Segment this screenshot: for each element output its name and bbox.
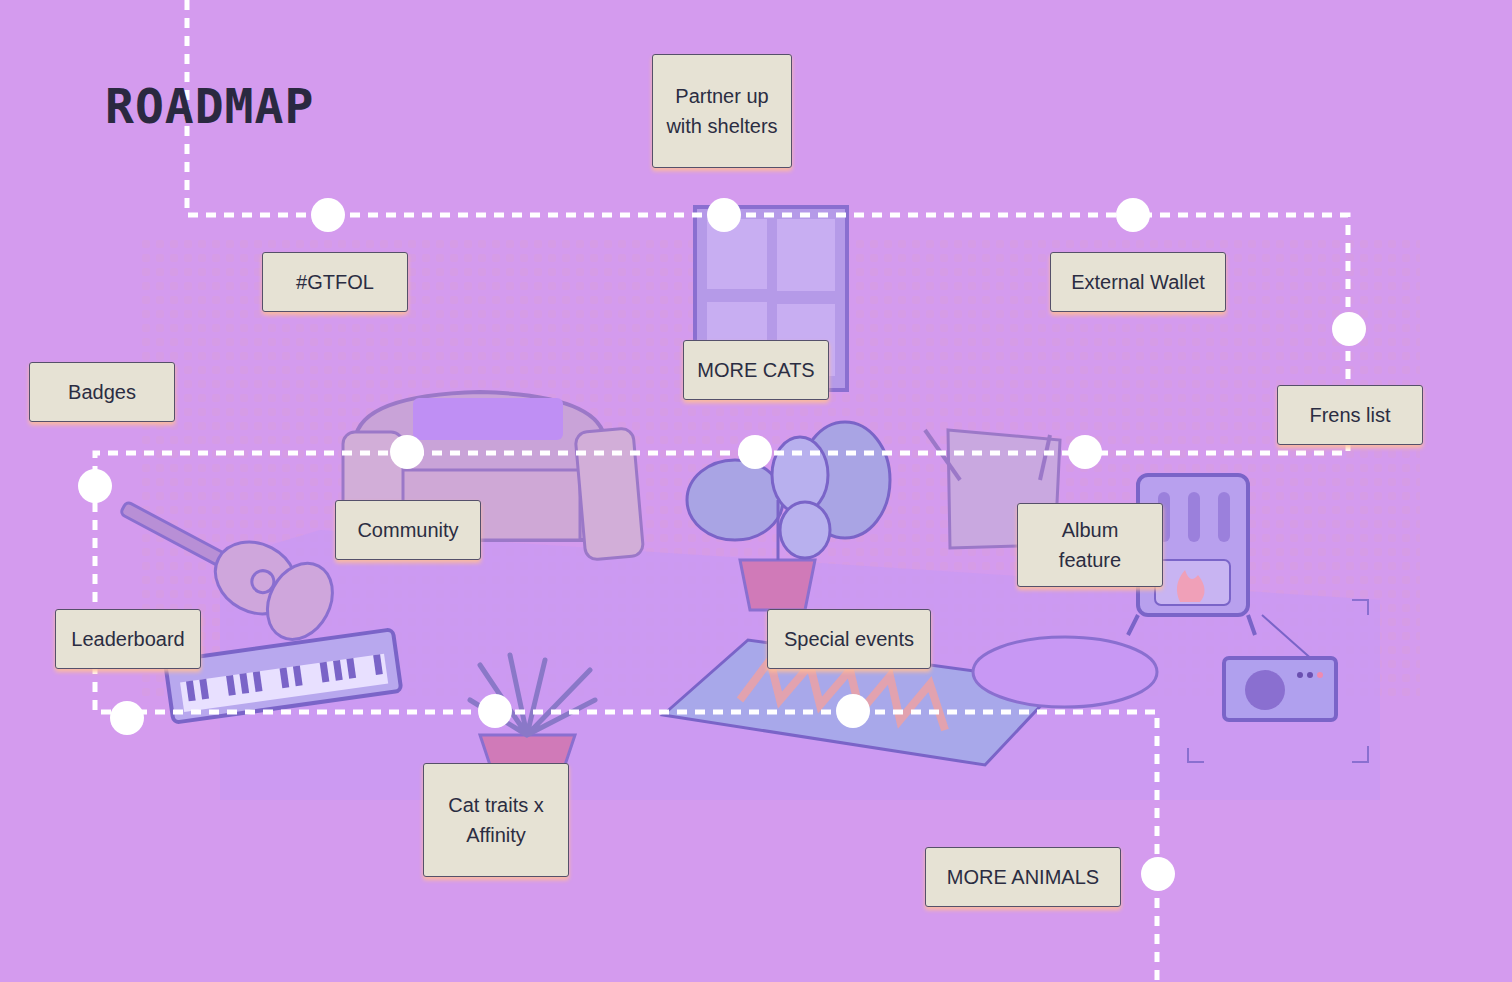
card-label: Album feature [1028,515,1152,575]
piano-key [293,666,303,687]
piano-key [239,673,249,694]
roadmap-card: MORE ANIMALS [925,847,1121,907]
milestone-dot [1068,435,1102,469]
roadmap-card: #GTFOL [262,252,408,312]
roadmap-card: Leaderboard [55,609,201,669]
card-label: Cat traits x Affinity [434,790,558,850]
milestone-dot [110,701,144,735]
card-label: Special events [784,624,914,654]
roadmap-card: Frens list [1277,385,1423,445]
card-label: Leaderboard [71,624,184,654]
roadmap-card: Cat traits x Affinity [423,763,569,877]
milestone-dot [1116,198,1150,232]
card-label: Partner up with shelters [663,81,781,141]
piano-key [333,660,343,681]
plant [687,422,890,610]
sofa [343,392,644,560]
milestone-dot [78,469,112,503]
milestone-dot [738,435,772,469]
radio [1224,615,1336,720]
roadmap-card: Partner up with shelters [652,54,792,168]
card-label: Badges [68,377,136,407]
roadmap-card: External Wallet [1050,252,1226,312]
piano-key [320,662,330,683]
card-label: Community [357,515,458,545]
milestone-dot [1332,312,1366,346]
roadmap-title: ROADMAP [105,78,314,134]
piano-key [346,658,356,679]
roadmap-card: Community [335,500,481,560]
piano-key [280,667,290,688]
roadmap-card: Special events [767,609,931,669]
card-label: MORE ANIMALS [947,862,1099,892]
milestone-dot [311,198,345,232]
roadmap-card: Album feature [1017,503,1163,587]
dashed-path [95,0,1348,982]
roadmap-card: MORE CATS [683,340,829,400]
milestone-dot [390,435,424,469]
cushion [973,637,1157,707]
card-label: Frens list [1309,400,1390,430]
piano-key [253,671,263,692]
piano-key [186,681,196,702]
frame-corners [1188,600,1368,762]
milestone-dot [836,694,870,728]
piano-key [373,654,383,675]
milestone-dot [478,694,512,728]
milestone-dot [707,198,741,232]
card-label: MORE CATS [697,355,814,385]
piano-key [199,679,209,700]
piano-key [226,675,236,696]
card-label: #GTFOL [296,267,374,297]
roadmap-card: Badges [29,362,175,422]
milestone-dot [1141,857,1175,891]
card-label: External Wallet [1071,267,1205,297]
